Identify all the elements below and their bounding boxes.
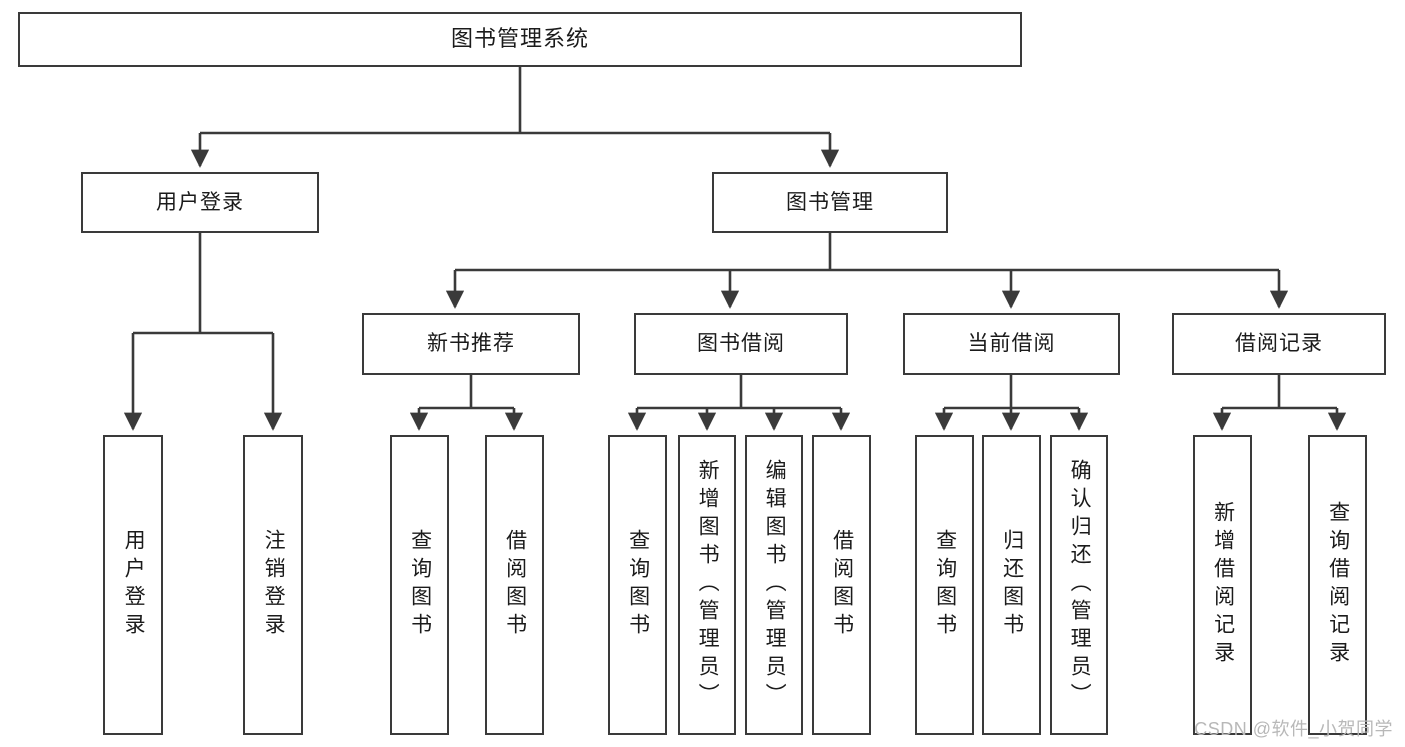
leaf-confirm-return-admin[interactable]: 确认归还（管理员） <box>1050 435 1108 735</box>
leaf-query-book-newbook[interactable]: 查询图书 <box>390 435 449 735</box>
leaf-query-book-newbook-label: 查询图书 <box>408 529 432 641</box>
leaf-confirm-return-admin-label: 确认归还（管理员） <box>1068 459 1092 711</box>
leaf-logout[interactable]: 注销登录 <box>243 435 303 735</box>
leaf-query-borrow-record-label: 查询借阅记录 <box>1326 501 1350 669</box>
node-root[interactable]: 图书管理系统 <box>18 12 1022 67</box>
leaf-add-borrow-record[interactable]: 新增借阅记录 <box>1193 435 1252 735</box>
leaf-borrow-book-label: 借阅图书 <box>830 529 854 641</box>
node-book-borrow-label: 图书借阅 <box>697 332 785 356</box>
leaf-borrow-book[interactable]: 借阅图书 <box>812 435 871 735</box>
leaf-query-book-borrow[interactable]: 查询图书 <box>608 435 667 735</box>
node-book-management-label: 图书管理 <box>786 190 874 214</box>
leaf-borrow-book-newbook[interactable]: 借阅图书 <box>485 435 544 735</box>
leaf-edit-book-admin[interactable]: 编辑图书（管理员） <box>745 435 803 735</box>
node-user-login-label: 用户登录 <box>156 190 244 214</box>
leaf-query-borrow-record[interactable]: 查询借阅记录 <box>1308 435 1367 735</box>
leaf-query-book-current-label: 查询图书 <box>933 529 957 641</box>
leaf-query-book-current[interactable]: 查询图书 <box>915 435 974 735</box>
leaf-return-book[interactable]: 归还图书 <box>982 435 1041 735</box>
node-borrow-records-label: 借阅记录 <box>1235 332 1323 356</box>
leaf-add-borrow-record-label: 新增借阅记录 <box>1211 501 1235 669</box>
leaf-add-book-admin[interactable]: 新增图书（管理员） <box>678 435 736 735</box>
leaf-edit-book-admin-label: 编辑图书（管理员） <box>763 459 787 711</box>
leaf-add-book-admin-label: 新增图书（管理员） <box>696 459 720 711</box>
node-borrow-records[interactable]: 借阅记录 <box>1172 313 1386 375</box>
node-current-borrow-label: 当前借阅 <box>967 332 1056 356</box>
leaf-user-login-label: 用户登录 <box>122 529 146 641</box>
node-new-book-recommend-label: 新书推荐 <box>427 332 515 356</box>
leaf-user-login[interactable]: 用户登录 <box>103 435 163 735</box>
node-root-label: 图书管理系统 <box>450 26 589 52</box>
leaf-return-book-label: 归还图书 <box>1000 529 1024 641</box>
node-book-borrow[interactable]: 图书借阅 <box>634 313 848 375</box>
leaf-borrow-book-newbook-label: 借阅图书 <box>503 529 527 641</box>
node-current-borrow[interactable]: 当前借阅 <box>903 313 1120 375</box>
watermark: CSDN @软件_小贺同学 <box>1194 719 1393 739</box>
node-new-book-recommend[interactable]: 新书推荐 <box>362 313 580 375</box>
node-book-management[interactable]: 图书管理 <box>712 172 948 233</box>
leaf-query-book-borrow-label: 查询图书 <box>626 529 650 641</box>
node-user-login[interactable]: 用户登录 <box>81 172 319 233</box>
leaf-logout-label: 注销登录 <box>262 529 286 641</box>
